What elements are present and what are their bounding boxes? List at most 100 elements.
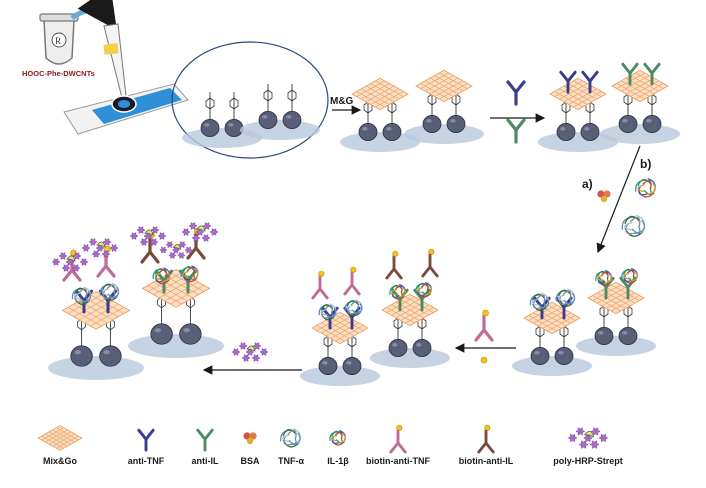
antigen-module-tnf xyxy=(512,288,592,376)
bsa-protein xyxy=(597,190,611,203)
capture-module-il xyxy=(600,62,680,144)
magnetic-bead xyxy=(318,357,338,375)
magnetic-bead xyxy=(70,345,93,367)
biotin-anti-tnf xyxy=(343,266,361,296)
capture-module-tnf xyxy=(538,70,618,152)
zoom-ellipse xyxy=(171,41,329,159)
il-1b-protein xyxy=(180,265,199,283)
substrate-ellipse xyxy=(128,334,224,358)
magnetic-bead xyxy=(150,323,173,345)
poly-hrp-strept xyxy=(181,222,219,242)
magnetic-bead xyxy=(99,345,122,367)
magnetic-bead xyxy=(530,347,550,365)
mixgo-sheet xyxy=(311,311,369,345)
il-1b-protein xyxy=(595,270,612,286)
mg-module-1 xyxy=(340,77,420,152)
mixgo-sheet xyxy=(523,301,581,335)
anti-tnf xyxy=(559,70,577,94)
magnetic-bead xyxy=(422,115,442,133)
substrate-ellipse xyxy=(300,366,380,386)
legend-icon-il_1b xyxy=(329,430,346,446)
tube-label: HOOC-Phe-DWCNTs xyxy=(22,69,95,78)
biotin-anti-tnf xyxy=(311,270,329,300)
substrate-ellipse xyxy=(600,124,680,144)
magnetic-bead xyxy=(580,123,600,141)
biotin-anti-il xyxy=(421,248,439,278)
step-b-label: b) xyxy=(640,157,651,171)
substrate-ellipse xyxy=(48,356,144,380)
svg-text:R: R xyxy=(55,36,61,46)
il-1b-protein xyxy=(329,430,346,446)
legend-label-bsa: BSA xyxy=(240,456,260,466)
legend-label-anti_il: anti-IL xyxy=(192,456,219,466)
magnetic-bead xyxy=(642,115,662,133)
phe-linker xyxy=(205,92,215,120)
anti-il xyxy=(196,428,214,452)
mixgo-sheet xyxy=(549,77,607,111)
tube-icon: R xyxy=(39,13,79,65)
phe-linker xyxy=(263,84,273,112)
antigen-module-il xyxy=(576,268,656,356)
tnf-alpha-protein xyxy=(529,292,550,311)
tnf-alpha-protein xyxy=(621,214,646,237)
step-mg-label: M&G xyxy=(330,96,354,107)
phe-linker xyxy=(287,84,297,112)
poly-hrp-strept xyxy=(81,238,119,258)
tnf-alpha-protein xyxy=(71,286,92,305)
legend-icon-tnf_alpha xyxy=(280,428,301,448)
diagram-elements: Mix&Go anti-TNF anti-IL BSA TNF-α IL-1β biotin… xyxy=(37,62,680,466)
legend-icon-poly_hrp_strept xyxy=(567,427,609,449)
biotin-anti-tnf xyxy=(389,424,407,454)
magnetic-bead xyxy=(179,323,202,345)
il-1b-protein xyxy=(152,267,171,285)
substrate-ellipse xyxy=(340,132,420,152)
il-1b-protein xyxy=(621,268,638,284)
legend-icon-anti_tnf xyxy=(137,428,155,452)
substrate-ellipse xyxy=(240,120,320,140)
tnf-alpha-protein xyxy=(280,428,301,448)
poly-hrp-strept xyxy=(129,226,167,246)
tnf-alpha-protein xyxy=(318,303,337,321)
magnetic-bead xyxy=(200,119,220,137)
tnf-alpha-protein xyxy=(99,282,120,301)
mg-module-2 xyxy=(404,69,484,144)
magnetic-bead xyxy=(258,111,278,129)
phe-linker xyxy=(229,92,239,120)
anti-il xyxy=(621,62,639,86)
free-biotin xyxy=(480,356,488,364)
tnf-alpha-protein xyxy=(344,299,363,317)
biotin-anti-il xyxy=(477,424,495,454)
mixgo-sheet xyxy=(141,269,211,308)
magnetic-bead xyxy=(412,339,432,357)
mixgo-sheet xyxy=(415,69,473,103)
legend: Mix&Go anti-TNF anti-IL BSA TNF-α IL-1β biotin… xyxy=(37,424,623,466)
legend-label-tnf_alpha: TNF-α xyxy=(278,456,304,466)
poly-hrp-strept xyxy=(567,427,609,449)
arrow-down xyxy=(596,145,641,254)
substrate-ellipse xyxy=(512,356,592,376)
substrate-ellipse xyxy=(576,336,656,356)
tnf-alpha-protein xyxy=(555,288,576,307)
legend-label-mixgo: Mix&Go xyxy=(43,456,78,466)
free-anti-il xyxy=(506,118,526,144)
magnetic-bead xyxy=(382,123,402,141)
poly-hrp-strept xyxy=(159,241,193,259)
legend-label-il_1b: IL-1β xyxy=(327,456,349,466)
legend-label-biotin_anti_tnf: biotin-anti-TNF xyxy=(366,456,430,466)
legend-icon-biotin_anti_il xyxy=(477,424,495,454)
biotin-anti-il xyxy=(385,250,403,280)
substrate-ellipse xyxy=(370,348,450,368)
mixgo-sheet xyxy=(587,281,645,315)
legend-label-anti_tnf: anti-TNF xyxy=(128,456,165,466)
magnetic-bead xyxy=(556,123,576,141)
magnetic-bead xyxy=(446,115,466,133)
anti-tnf xyxy=(137,428,155,452)
mixgo-sheet xyxy=(611,69,669,103)
legend-icon-bsa xyxy=(243,432,257,445)
magnetic-bead xyxy=(282,111,302,129)
magnetic-bead xyxy=(554,347,574,365)
anti-tnf xyxy=(581,70,599,94)
legend-icon-anti_il xyxy=(196,428,214,452)
